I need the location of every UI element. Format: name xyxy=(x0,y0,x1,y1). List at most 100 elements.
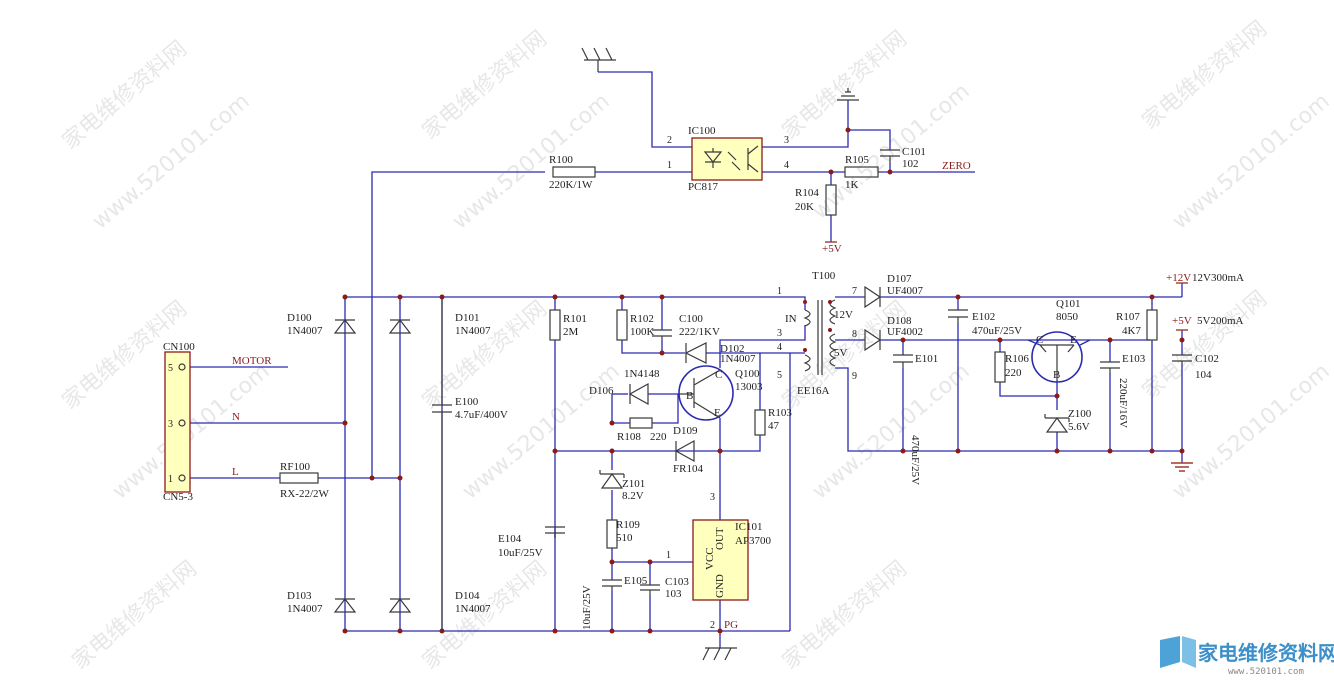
e100-ref: E100 xyxy=(455,396,479,408)
e101 xyxy=(893,354,913,368)
z101-value: 8.2V xyxy=(622,490,644,502)
r103-ref: R103 xyxy=(768,407,792,419)
q101-value: 8050 xyxy=(1056,311,1079,323)
e103-value: 220uF/16V xyxy=(1117,378,1129,428)
c103-ref: C103 xyxy=(665,576,689,588)
zero-net-label: ZERO xyxy=(942,160,971,172)
e105-ref: E105 xyxy=(624,575,648,587)
rf100-value: RX-22/2W xyxy=(280,488,330,500)
r101-ref: R101 xyxy=(563,313,587,325)
d101-ref: D101 xyxy=(455,312,479,324)
d106-ref: D106 xyxy=(589,385,614,397)
r102-value: 100K xyxy=(630,326,655,338)
e104 xyxy=(545,526,565,538)
r100-value: 220K/1W xyxy=(549,179,593,191)
out12v-label: 12V300mA xyxy=(1192,272,1244,284)
r104-value: 20K xyxy=(795,201,814,213)
r101-value: 2M xyxy=(563,326,579,338)
r108-value: 220 xyxy=(650,431,667,443)
r103-value: 47 xyxy=(768,420,780,432)
r109-value: 510 xyxy=(616,532,633,544)
r100-ref: R100 xyxy=(549,154,573,166)
r104-ref: R104 xyxy=(795,187,819,199)
d104-value: 1N4007 xyxy=(455,603,491,615)
r106-ref: R106 xyxy=(1005,353,1029,365)
bridge-diodes xyxy=(333,319,412,613)
e103 xyxy=(1100,361,1120,373)
ic101-gnd: GND xyxy=(714,574,726,598)
pg-net-label: PG xyxy=(724,619,738,631)
c101 xyxy=(880,149,900,162)
q101-ref: Q101 xyxy=(1056,298,1080,310)
capacitors xyxy=(432,149,1192,631)
e100 xyxy=(432,297,452,631)
cn100-part: CN5-3 xyxy=(163,491,193,503)
e104-ref: E104 xyxy=(498,533,522,545)
e100-value: 4.7uF/400V xyxy=(455,409,508,421)
logo-subtext: www.520101.com xyxy=(1228,667,1304,677)
logo-text: 家电维修资料网 xyxy=(1198,641,1334,665)
q100-value: 13003 xyxy=(735,381,763,393)
e105-value: 10uF/25V xyxy=(581,585,593,630)
wires xyxy=(190,71,1183,648)
ic100-pin4: 4 xyxy=(784,160,789,171)
plus12v-label: +12V xyxy=(1166,272,1191,284)
d108-ref: D108 xyxy=(887,315,912,327)
q101-b-pin: B xyxy=(1053,369,1060,381)
c103 xyxy=(640,584,660,595)
ic101-pin2: 2 xyxy=(710,620,715,631)
ic101-out: OUT xyxy=(714,527,726,550)
q100-e-pin: E xyxy=(714,407,721,419)
r109-ref: R109 xyxy=(616,519,640,531)
watermark-text: www.520101.com xyxy=(458,359,625,505)
r105 xyxy=(844,166,879,178)
d109-value: FR104 xyxy=(673,463,703,475)
r107-ref: R107 xyxy=(1116,311,1140,323)
e102-value: 470uF/25V xyxy=(972,325,1022,337)
d107-value: UF4007 xyxy=(887,285,924,297)
r102-ref: R102 xyxy=(630,313,654,325)
ic100-pin3: 3 xyxy=(784,135,789,146)
transformer-t100 xyxy=(803,299,837,375)
r107 xyxy=(1146,309,1158,341)
r104 xyxy=(825,184,837,216)
t100-pin7: 7 xyxy=(852,286,857,297)
q100-ref: Q100 xyxy=(735,368,760,380)
c100 xyxy=(652,329,672,340)
r109 xyxy=(606,519,618,549)
q100-b-pin: B xyxy=(686,390,693,402)
e103-ref: E103 xyxy=(1122,353,1146,365)
pin-numbers: 1 2 3 4 5 3 1 1 3 4 5 7 8 9 1 2 3 xyxy=(168,135,857,631)
t100-12v: 12V xyxy=(834,309,853,321)
earth-ground-bottom-icon xyxy=(702,647,737,661)
d104-ref: D104 xyxy=(455,590,480,602)
cn100-connector xyxy=(164,351,191,493)
cn100-pin5: 5 xyxy=(168,363,173,374)
e105 xyxy=(602,579,622,590)
watermark-text-cn: 家电维修资料网 xyxy=(1138,286,1272,404)
d102-value: 1N4007 xyxy=(720,353,756,365)
z100-ref: Z100 xyxy=(1068,408,1092,420)
c102 xyxy=(1172,354,1192,365)
e102-ref: E102 xyxy=(972,311,995,323)
cn100-ref: CN100 xyxy=(163,341,195,353)
z101-ref: Z101 xyxy=(622,478,645,490)
resistors xyxy=(279,166,1158,549)
l-net-label: L xyxy=(232,466,239,478)
c100-ref: C100 xyxy=(679,313,703,325)
rf100 xyxy=(279,472,319,484)
q101-c-pin: C xyxy=(1036,334,1043,346)
ic101-part: AP3700 xyxy=(735,535,772,547)
watermark-text-cn: 家电维修资料网 xyxy=(1138,16,1272,134)
power-flag-icons xyxy=(825,241,1188,331)
r105-ref: R105 xyxy=(845,154,869,166)
c102-ref: C102 xyxy=(1195,353,1219,365)
t100-pin5: 5 xyxy=(777,370,782,381)
c101-ref: C101 xyxy=(902,146,926,158)
t100-pin4: 4 xyxy=(777,342,782,353)
watermark-text: www.520101.com xyxy=(1168,359,1334,505)
c103-value: 103 xyxy=(665,588,682,600)
c101-value: 102 xyxy=(902,158,919,170)
motor-net-label: MOTOR xyxy=(232,355,272,367)
